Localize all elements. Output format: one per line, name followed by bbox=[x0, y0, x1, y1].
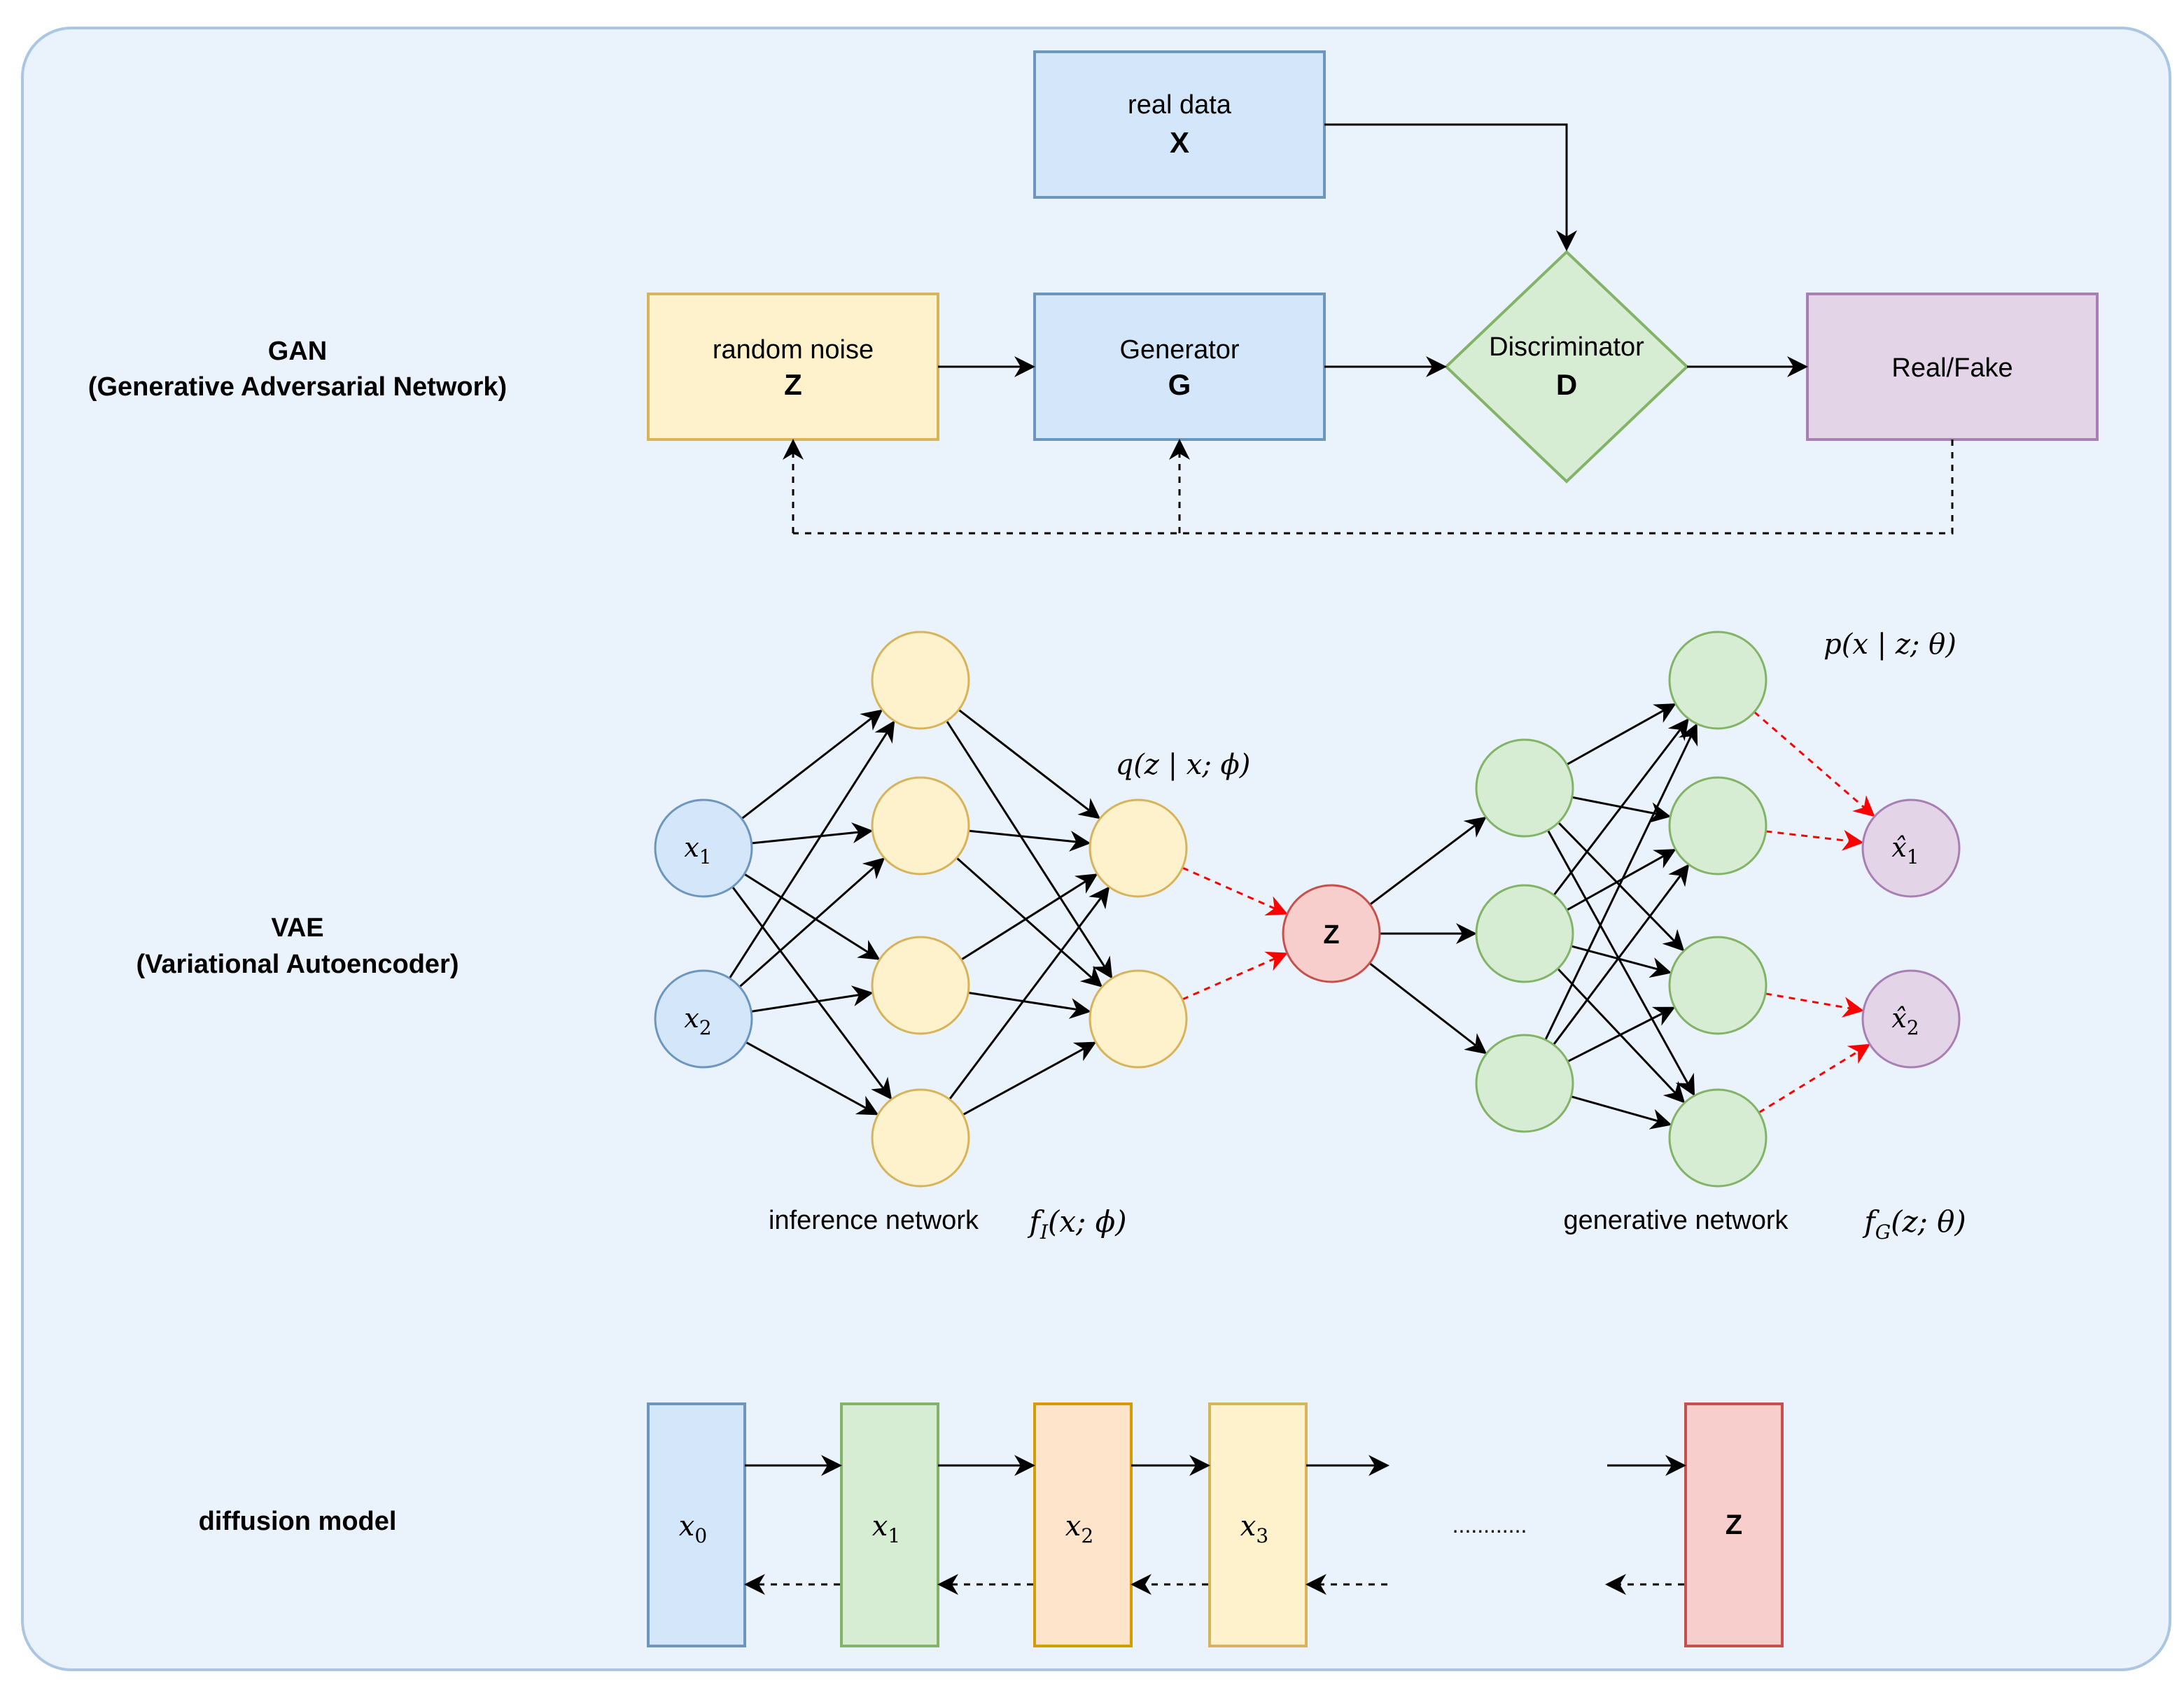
discriminator-symbol: D bbox=[1556, 368, 1577, 401]
vae-section: VAE (Variational Autoencoder) Z x1 bbox=[136, 628, 1966, 1244]
reconstruction-node bbox=[1861, 969, 1961, 1069]
decoder-edge bbox=[1567, 1006, 1676, 1063]
random-noise-label: random noise bbox=[713, 335, 874, 365]
random-noise-symbol: Z bbox=[784, 368, 802, 401]
reconstruction-node bbox=[1861, 799, 1961, 898]
vae-edges bbox=[728, 703, 1875, 1130]
feedback-line bbox=[793, 439, 1954, 535]
decoder-output-node bbox=[1668, 776, 1768, 875]
discriminator-label: Discriminator bbox=[1489, 332, 1644, 362]
latent-z-label: Z bbox=[1323, 920, 1339, 950]
real-data-box bbox=[1033, 50, 1326, 199]
decoder-edge bbox=[1368, 962, 1488, 1055]
encoder-edge bbox=[967, 992, 1091, 1019]
gan-section: GAN (Generative Adversarial Network) rea… bbox=[88, 50, 2099, 535]
encoder-edge bbox=[948, 886, 1110, 1100]
inference-network-label: inference network bbox=[769, 1206, 979, 1235]
encoder-edge bbox=[741, 709, 883, 820]
encoder-edge bbox=[958, 709, 1101, 820]
diffusion-title: diffusion model bbox=[199, 1507, 397, 1536]
random-noise-box bbox=[647, 293, 939, 441]
diffusion-step-box bbox=[647, 1402, 746, 1647]
arrow-real-data-to-discriminator bbox=[1324, 123, 1577, 251]
reconstruction-edge bbox=[1758, 1043, 1871, 1114]
reconstruction-label-2: x̂2 bbox=[1891, 1003, 1919, 1039]
diffusion-section: diffusion model x0 x1 x2 x3 Z ..........… bbox=[199, 1402, 1784, 1647]
inference-function-label: fI(x; ϕ) bbox=[1027, 1204, 1126, 1244]
decoder-edge bbox=[1369, 816, 1487, 906]
reconstruction-edge bbox=[1754, 711, 1875, 817]
encoder-edge bbox=[955, 857, 1103, 987]
diffusion-final-label: Z bbox=[1726, 1510, 1742, 1540]
decoder-edge bbox=[1570, 1095, 1672, 1130]
encoder-edge bbox=[962, 1041, 1097, 1116]
encoder-edge bbox=[743, 873, 881, 960]
decoder-edge bbox=[1553, 718, 1689, 896]
encoder-hidden-node bbox=[871, 936, 970, 1035]
diffusion-step-label-2: x2 bbox=[1065, 1510, 1093, 1547]
reconstruction-edge bbox=[1765, 829, 1864, 851]
vae-subtitle: (Variational Autoencoder) bbox=[136, 950, 459, 979]
decoder-edge bbox=[1544, 723, 1698, 1041]
decoder-output-node bbox=[1668, 631, 1768, 730]
encoder-output-node bbox=[1088, 969, 1188, 1069]
gan-title: GAN bbox=[268, 337, 327, 366]
diffusion-final-box bbox=[1684, 1402, 1784, 1647]
decoder-edge bbox=[1553, 864, 1690, 1046]
gan-subtitle: (Generative Adversarial Network) bbox=[88, 372, 507, 402]
encoder-hidden-node bbox=[871, 631, 970, 730]
discriminator-diamond bbox=[1444, 250, 1689, 484]
real-data-symbol: X bbox=[1170, 126, 1189, 159]
encoder-edge bbox=[968, 829, 1091, 852]
encoder-edge bbox=[960, 873, 1098, 961]
decoder-hidden-node bbox=[1475, 738, 1574, 838]
real-data-label: real data bbox=[1128, 90, 1232, 120]
vae-input-node bbox=[654, 969, 753, 1069]
diffusion-step-box bbox=[840, 1402, 939, 1647]
real-fake-box bbox=[1806, 293, 2099, 441]
vae-input-node bbox=[654, 799, 753, 898]
decoder-edge bbox=[1558, 822, 1685, 952]
diffusion-step-box bbox=[1208, 1402, 1308, 1647]
encoder-edge bbox=[732, 886, 892, 1100]
decoder-hidden-node bbox=[1475, 884, 1574, 983]
encoder-edge bbox=[738, 857, 886, 988]
decoder-output-node bbox=[1668, 936, 1768, 1035]
real-fake-label: Real/Fake bbox=[1891, 353, 2012, 383]
decoder-edge bbox=[1566, 703, 1676, 766]
encoder-output-node bbox=[1088, 799, 1188, 898]
vae-input-label-2: x2 bbox=[684, 1003, 711, 1039]
encoder-hidden-node bbox=[871, 776, 970, 875]
reconstruction-edge bbox=[1765, 992, 1864, 1018]
vae-title: VAE bbox=[271, 913, 323, 943]
encoder-edge bbox=[745, 1041, 879, 1116]
diffusion-step-label-0: x0 bbox=[679, 1510, 707, 1547]
vae-input-label-1: x1 bbox=[684, 832, 711, 868]
encoder-edge bbox=[946, 720, 1113, 979]
decoder-hidden-node bbox=[1475, 1034, 1574, 1133]
reconstruction-label-1: x̂1 bbox=[1891, 832, 1919, 868]
generator-symbol: G bbox=[1168, 368, 1191, 401]
decoder-edge bbox=[1546, 829, 1695, 1097]
diffusion-step-label-1: x1 bbox=[872, 1510, 900, 1547]
generator-label: Generator bbox=[1119, 335, 1239, 365]
decoder-distribution-label: p(x | z; θ) bbox=[1823, 628, 1956, 661]
latent-z-node bbox=[1282, 884, 1381, 983]
diffusion-ellipsis: ............ bbox=[1452, 1512, 1527, 1538]
diffusion-step-box bbox=[1033, 1402, 1133, 1647]
generator-box bbox=[1033, 293, 1326, 441]
decoder-edge bbox=[1566, 849, 1676, 911]
encoder-hidden-node bbox=[871, 1088, 970, 1188]
decoder-output-node bbox=[1668, 1088, 1768, 1188]
diffusion-step-label-3: x3 bbox=[1240, 1510, 1268, 1547]
generative-function-label: fG(z; θ) bbox=[1862, 1204, 1966, 1244]
encoder-distribution-label: q(z | x; ϕ) bbox=[1116, 749, 1251, 781]
generative-network-label: generative network bbox=[1563, 1206, 1788, 1235]
encoder-edge bbox=[751, 822, 874, 845]
encoder-edge bbox=[750, 985, 874, 1013]
encoder-edge bbox=[728, 720, 895, 979]
